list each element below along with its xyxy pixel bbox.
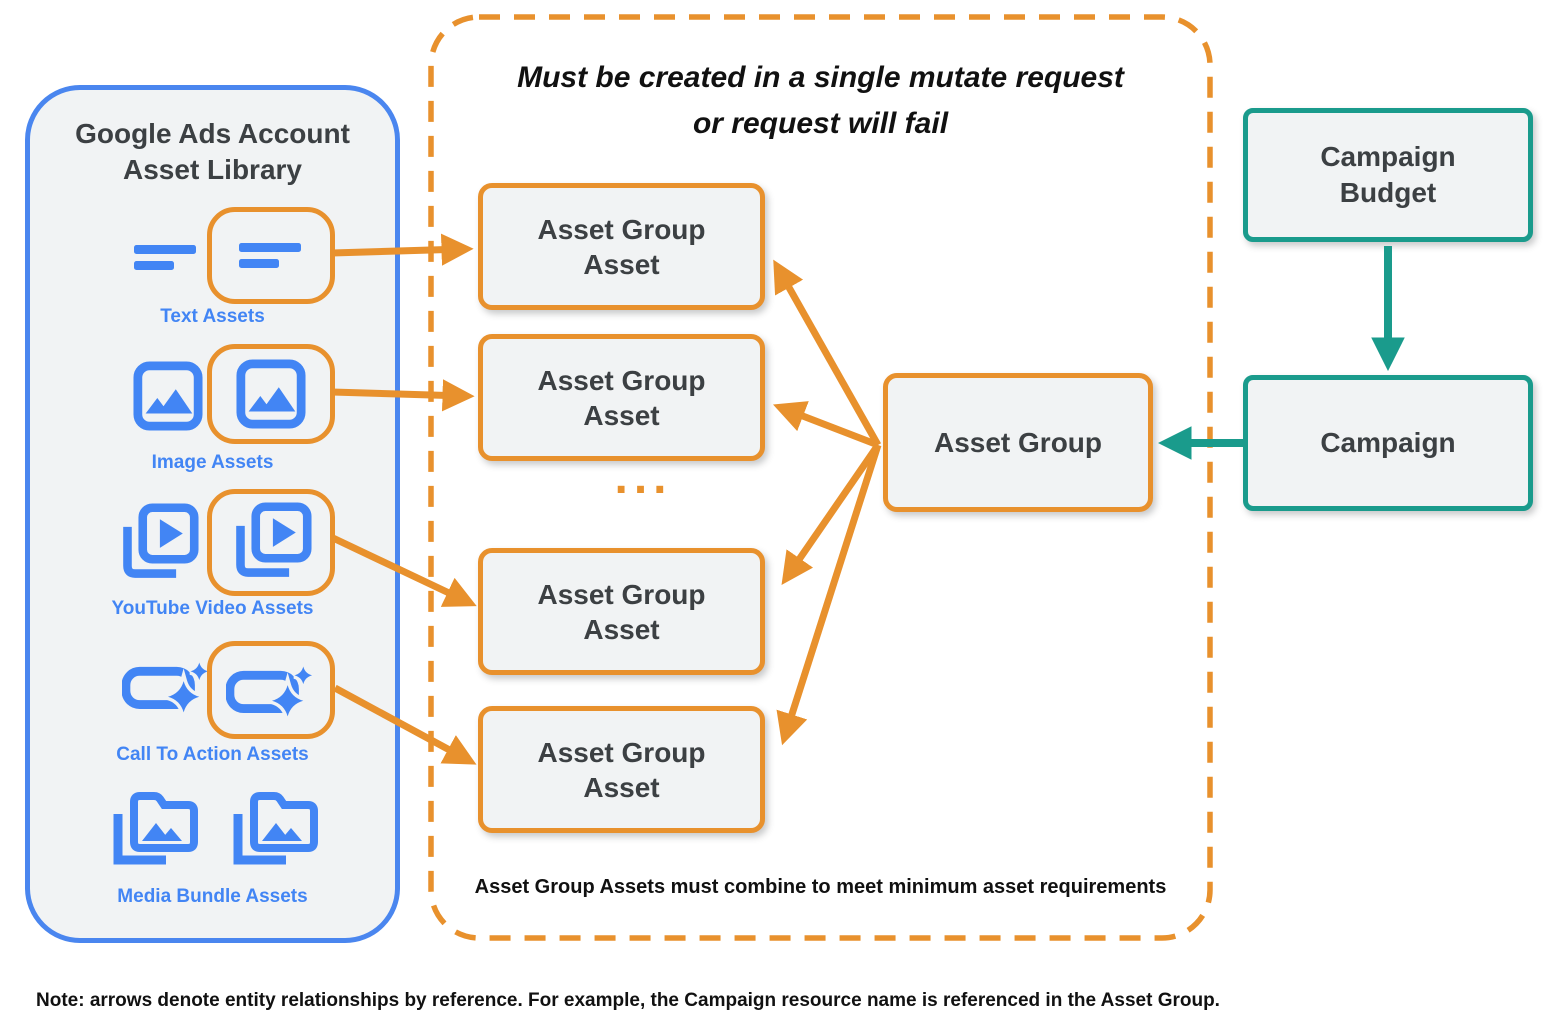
youtube-asset-selection-outline: [207, 489, 335, 596]
asset-group-asset-box-4: Asset Group Asset: [478, 706, 765, 833]
image-icon: [236, 359, 306, 429]
youtube-assets-label: YouTube Video Assets: [111, 598, 314, 619]
mutate-panel-caption: Asset Group Assets must combine to meet …: [474, 876, 1167, 898]
asset-group-asset-label: Asset Group: [537, 736, 706, 768]
call-to-action-selection-outline: [207, 641, 335, 739]
media-bundle-icon: [113, 792, 198, 865]
asset-group-asset-label: Asset Group: [537, 213, 706, 245]
library-title-line2: Asset Library: [123, 154, 302, 185]
library-title: Google Ads Account Asset Library: [25, 116, 400, 188]
ellipsis: ...: [614, 451, 673, 504]
asset-group-asset-label: Asset Group: [537, 364, 706, 396]
campaign-box: Campaign: [1243, 375, 1533, 511]
library-title-line1: Google Ads Account: [75, 118, 350, 149]
asset-group-asset-box-3: Asset Group Asset: [478, 548, 765, 675]
asset-group-asset-label: Asset: [583, 613, 660, 645]
text-asset-selection-outline: [207, 207, 335, 304]
asset-group-asset-label: Asset: [583, 399, 660, 431]
youtube-video-icon: [123, 503, 199, 578]
call-to-action-icon: [226, 665, 316, 721]
image-asset-selection-outline: [207, 344, 335, 444]
text-assets-label: Text Assets: [160, 306, 265, 327]
image-icon: [133, 361, 203, 431]
asset-group-asset-box-1: Asset Group Asset: [478, 183, 765, 310]
call-to-action-icon: [122, 661, 212, 717]
media-bundle-icon: [233, 792, 318, 865]
media-bundle-assets-label: Media Bundle Assets: [117, 886, 308, 907]
youtube-video-icon: [236, 501, 312, 577]
asset-group-asset-label: Asset: [583, 248, 660, 280]
campaign-label: Campaign: [1320, 427, 1456, 458]
mutate-title-line1: Must be created in a single mutate reque…: [517, 61, 1124, 94]
campaign-budget-label: Campaign: [1320, 141, 1456, 172]
call-to-action-assets-label: Call To Action Assets: [116, 744, 309, 765]
asset-group-asset-label: Asset: [583, 771, 660, 803]
image-assets-label: Image Assets: [151, 452, 274, 473]
asset-group-box: Asset Group: [883, 373, 1153, 512]
asset-group-label: Asset Group: [933, 426, 1103, 458]
mutate-panel-title: Must be created in a single mutate reque…: [431, 55, 1210, 147]
campaign-budget-label: Budget: [1339, 177, 1437, 208]
text-lines-icon: [239, 242, 301, 268]
mutate-title-line2: or request will fail: [692, 107, 949, 140]
text-lines-icon: [134, 245, 196, 270]
asset-group-asset-label: Asset Group: [537, 578, 706, 610]
campaign-budget-box: Campaign Budget: [1243, 108, 1533, 242]
asset-group-asset-box-2: Asset Group Asset: [478, 334, 765, 461]
footnote: Note: arrows denote entity relationships…: [36, 990, 1220, 1011]
